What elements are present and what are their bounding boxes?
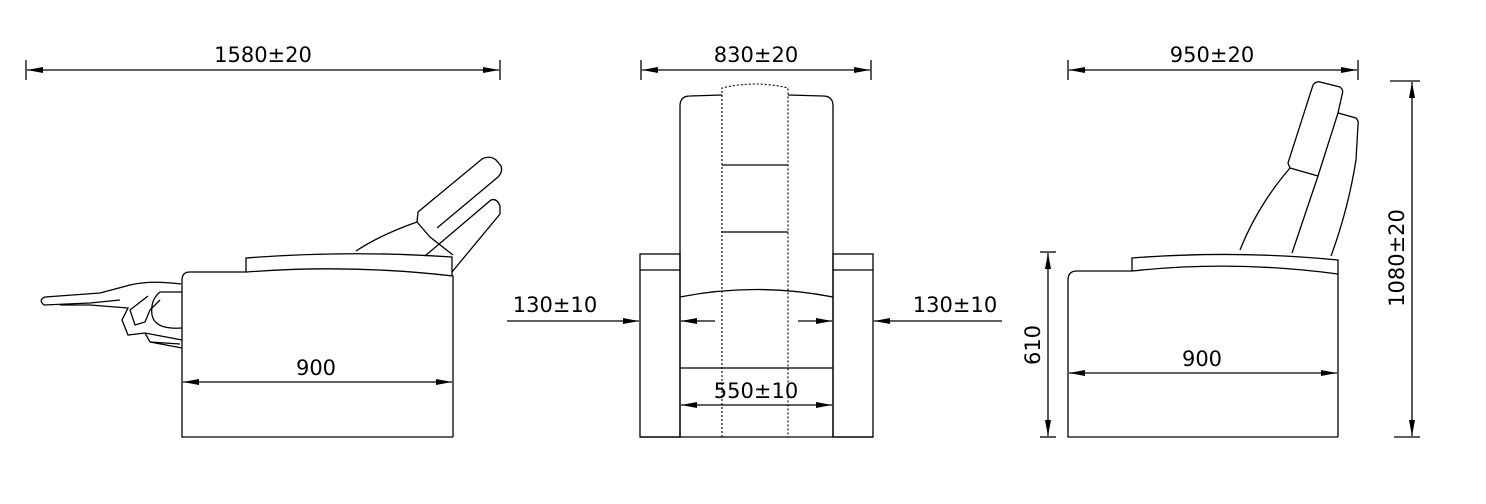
left-arm-width-label: 130±10: [513, 293, 597, 317]
overall-height-label: 1080±20: [1385, 209, 1409, 307]
seat-depth-label: 900: [296, 356, 336, 380]
overall-width-dimension: 830±20: [640, 43, 872, 80]
right-arm-width-dimension: 130±10: [798, 293, 1002, 324]
overall-depth-label: 950±20: [1170, 43, 1254, 67]
arm-height-dimension: 610: [1021, 251, 1056, 438]
overall-length-label: 1580±20: [214, 43, 312, 67]
left-arm-width-dimension: 130±10: [507, 293, 715, 324]
seat-width-label: 550±10: [714, 379, 798, 403]
overall-length-dimension: 1580±20: [25, 43, 501, 80]
seat-depth-dimension: 900: [183, 356, 452, 385]
front-view: 830±20 130±10 130±10 55: [507, 43, 1002, 438]
upright-chair-outline: [1067, 81, 1359, 438]
upright-seat-depth-label: 900: [1182, 347, 1222, 371]
upright-side-view: 950±20 900 610 1080±20: [1021, 43, 1420, 438]
arm-height-label: 610: [1021, 325, 1045, 365]
front-chair-outline: [639, 83, 874, 438]
reclined-side-view: 1580±20 900: [25, 43, 503, 438]
overall-height-dimension: 1080±20: [1385, 80, 1420, 438]
right-arm-width-label: 130±10: [913, 293, 997, 317]
overall-width-label: 830±20: [714, 43, 798, 67]
overall-depth-dimension: 950±20: [1067, 43, 1359, 80]
seat-width-dimension: 550±10: [681, 379, 832, 408]
reclined-chair-outline: [40, 156, 503, 438]
upright-seat-depth-dimension: 900: [1069, 347, 1337, 376]
